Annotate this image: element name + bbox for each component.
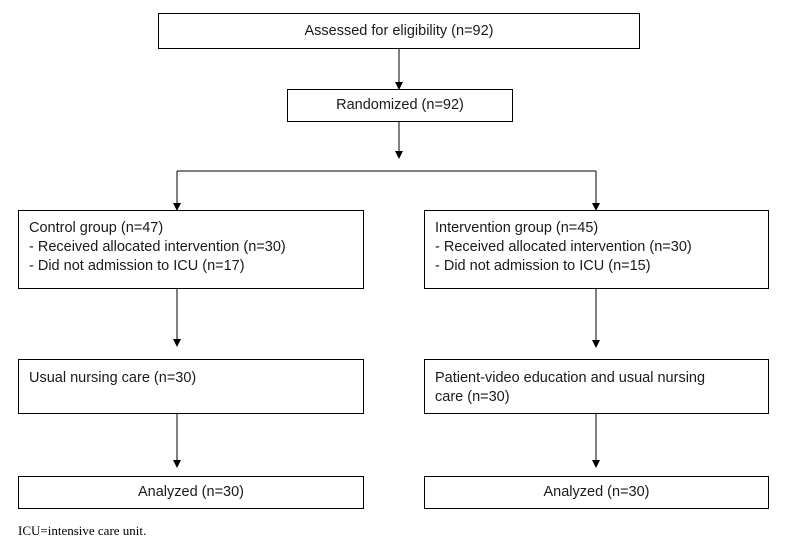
control-group-box: Control group (n=47) - Received allocate… bbox=[18, 210, 364, 289]
control-not-admitted: - Did not admission to ICU (n=17) bbox=[29, 258, 245, 274]
control-analyzed-label: Analyzed (n=30) bbox=[138, 484, 244, 500]
intervention-received: - Received allocated intervention (n=30) bbox=[435, 239, 692, 255]
intervention-group-title: Intervention group (n=45) bbox=[435, 220, 599, 236]
control-care-label: Usual nursing care (n=30) bbox=[29, 370, 197, 386]
footnote: ICU=intensive care unit. bbox=[18, 523, 147, 538]
assessed-box: Assessed for eligibility (n=92) bbox=[158, 13, 640, 49]
assessed-label: Assessed for eligibility (n=92) bbox=[304, 22, 494, 39]
intervention-group-box: Intervention group (n=45) - Received all… bbox=[424, 210, 769, 289]
control-received: - Received allocated intervention (n=30) bbox=[29, 239, 286, 255]
control-group-title: Control group (n=47) bbox=[29, 220, 164, 236]
intervention-not-admitted: - Did not admission to ICU (n=15) bbox=[435, 258, 651, 274]
control-care-box: Usual nursing care (n=30) bbox=[18, 359, 364, 414]
intervention-care-line2: care (n=30) bbox=[435, 389, 510, 405]
intervention-care-box: Patient-video education and usual nursin… bbox=[424, 359, 769, 414]
intervention-analyzed-box: Analyzed (n=30) bbox=[424, 476, 769, 509]
control-analyzed-box: Analyzed (n=30) bbox=[18, 476, 364, 509]
randomized-box: Randomized (n=92) bbox=[287, 89, 513, 122]
randomized-label: Randomized (n=92) bbox=[336, 97, 464, 113]
intervention-care-line1: Patient-video education and usual nursin… bbox=[435, 370, 706, 386]
intervention-analyzed-label: Analyzed (n=30) bbox=[543, 484, 650, 500]
